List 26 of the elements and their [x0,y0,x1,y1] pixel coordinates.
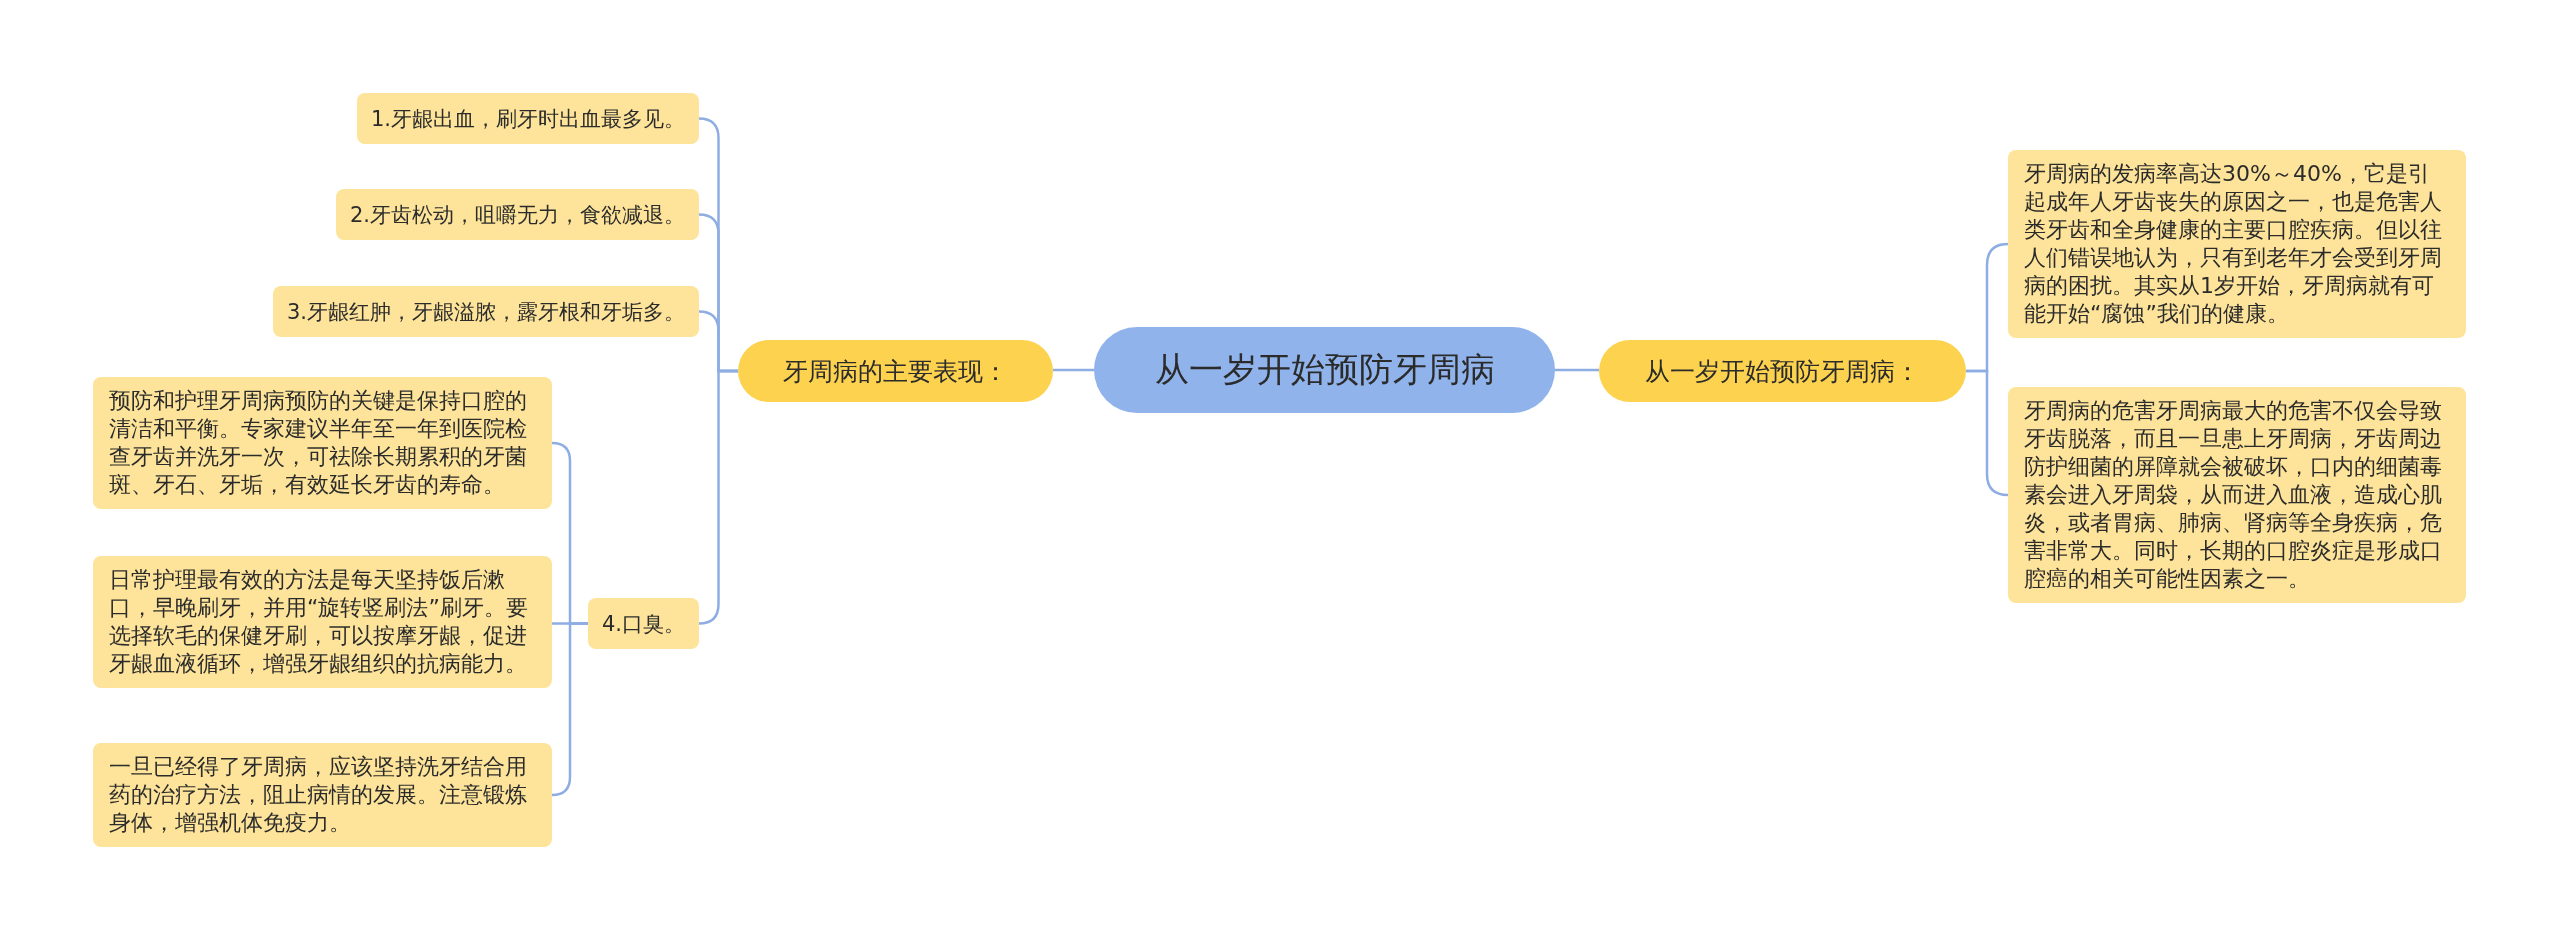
subtopic-card [587,598,699,649]
connector-line [1053,368,1094,372]
connector-line [697,369,738,625]
topic-text: 日常护理最有效的方法是每天坚持饭后漱口，早晚刷牙，并用“旋转竖刷法”刷牙。要选择软毛的保健牙刷，可以按摩牙龈，促进牙龈血液循环，增强牙龈组织的抗病能力。 [109,566,529,678]
subtopic-card [335,189,699,240]
topic-text: 从一岁开始预防牙周病 [1154,348,1495,391]
topic-text: 2.牙齿松动，咀嚼无力，食欲减退。 [349,201,685,229]
topic-text: 一旦已经得了牙周病，应该坚持洗牙结合用药的治疗方法，阻止病情的发展。注意锻炼身体，增强机体免疫力。 [109,753,528,837]
subtopic-card [93,377,552,509]
topic-text: 预防和护理牙周病预防的关键是保持口腔的清洁和平衡。专家建议半年至一年到医院检查牙齿并洗牙一次，可祛除长期累积的牙菌斑、牙石、牙垢，有效延长牙齿的寿命。 [109,387,528,499]
connector-line [1966,369,2010,497]
subtopic-card [2008,387,2466,603]
connector-line [1555,368,1599,372]
subtopic-card [272,286,699,337]
connector-line [550,622,588,797]
subtopic-card [2008,150,2466,338]
subtopic-card [93,556,552,688]
subtopic-card [356,93,699,144]
topic-text: 牙周病的主要表现： [783,355,1008,388]
topic-text: 从一岁开始预防牙周病： [1645,355,1920,388]
topic-text: 3.牙龈红肿，牙龈溢脓，露牙根和牙垢多。 [286,298,685,326]
topic-text: 牙周病的危害牙周病最大的危害不仅会导致牙齿脱落，而且一旦患上牙周病，牙齿周边防护细菌的屏障就会被破坏，口内的细菌毒素会进入牙周袋，从而进入血液，造成心肌炎，或者胃病、肺病、肾病等全身疾病，危害非常大。同时，长期的口腔炎症是形成口腔癌的相关可能性因素之一。 [2024,397,2443,593]
topic-text: 牙周病的发病率高达30%～40%，它是引起成年人牙齿丧失的原因之一，也是危害人类牙齿和全身健康的主要口腔疾病。但以往人们错误地认为，只有到老年才会受到牙周病的困扰。其实从1岁开始，牙周病就有可能开始“腐蚀”我们的健康。 [2024,160,2443,328]
topic-text: 4.口臭。 [601,610,685,638]
subtopic-card [93,743,552,847]
topic-text: 1.牙龈出血，刷牙时出血最多见。 [370,105,685,133]
